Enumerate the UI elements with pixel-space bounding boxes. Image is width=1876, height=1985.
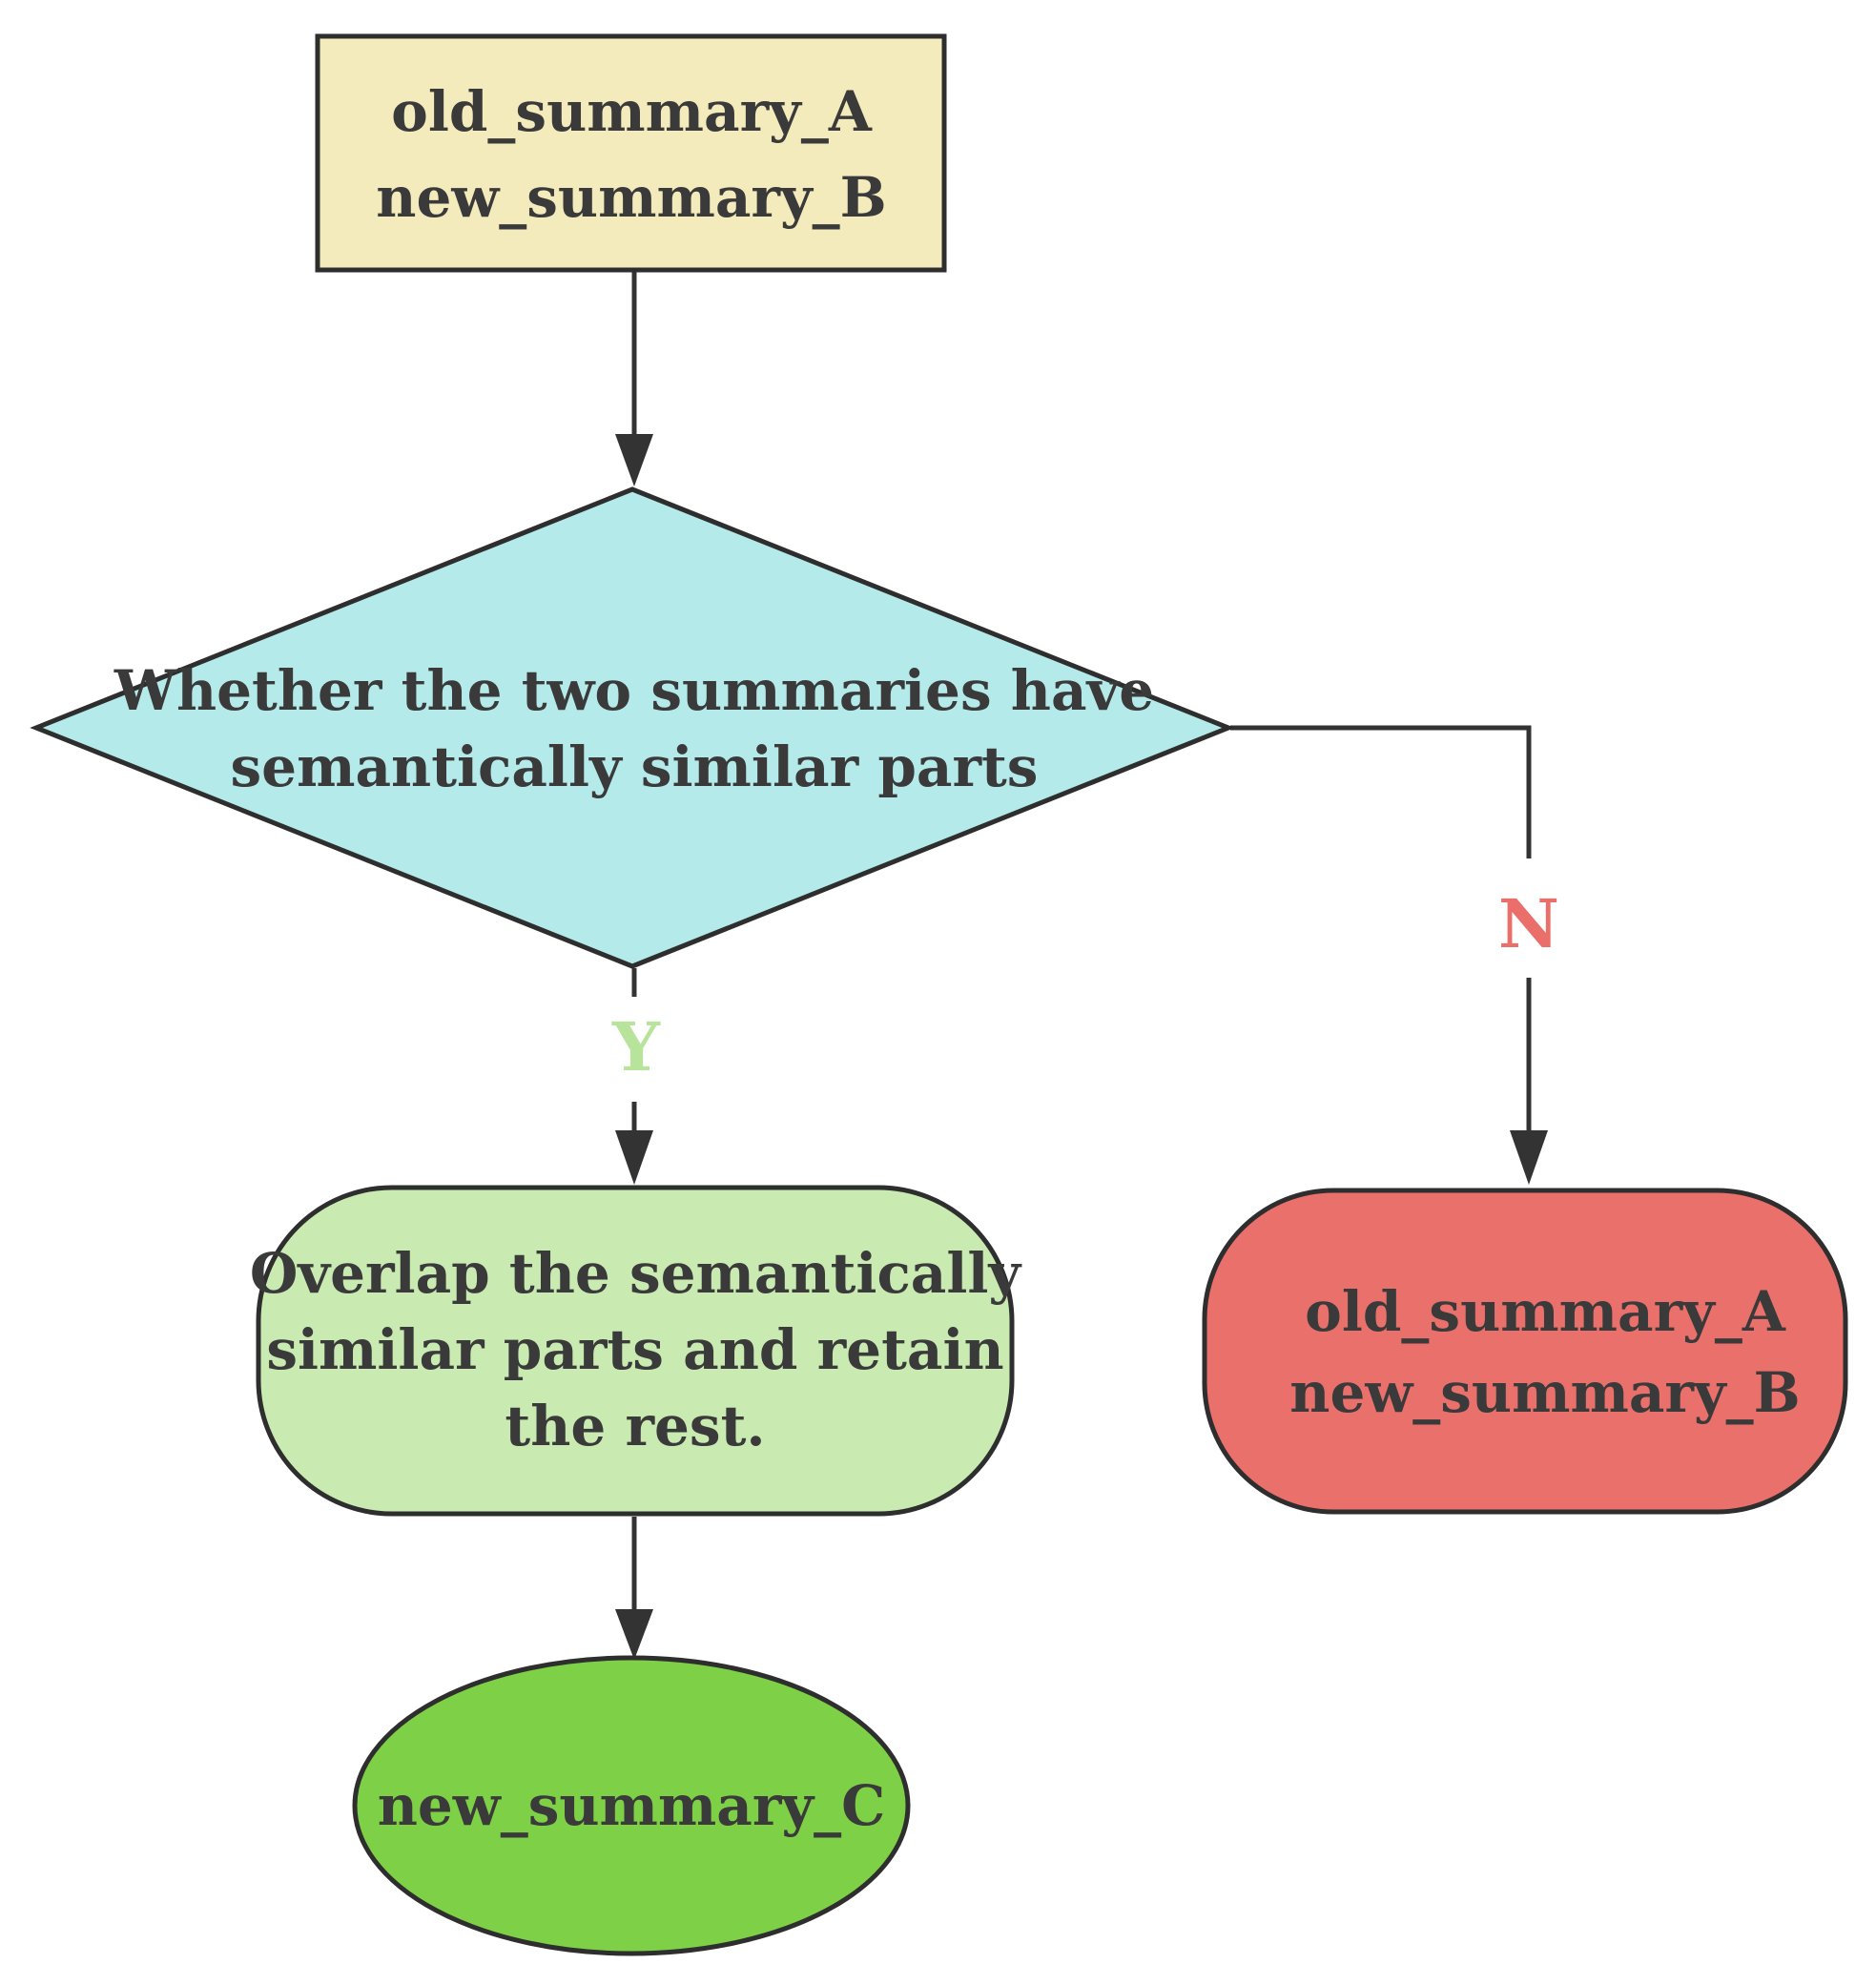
end-node-ellipse xyxy=(352,1655,911,1956)
end-node: new_summary_C xyxy=(352,1655,911,1956)
decision-line-1: Whether the two summaries have xyxy=(113,658,1154,723)
decision-diamond xyxy=(30,486,1235,969)
no-result-node: old_summary_A new_summary_B xyxy=(1202,1188,1848,1515)
edge-label-no: N xyxy=(1498,884,1559,963)
arrowhead-yes xyxy=(615,1130,653,1185)
start-node-box xyxy=(315,33,947,273)
end-node-label: new_summary_C xyxy=(378,1773,886,1838)
no-result-box xyxy=(1202,1188,1848,1515)
yes-process-line-2: similar parts and retain xyxy=(266,1317,1003,1382)
yes-process-box xyxy=(256,1185,1015,1517)
yes-process-line-3: the rest. xyxy=(505,1394,765,1458)
no-result-line-1: old_summary_A xyxy=(1305,1279,1786,1344)
yes-process-line-1: Overlap the semantically xyxy=(250,1241,1023,1306)
edge-decision-to-no-upper xyxy=(1230,725,1532,858)
arrowhead-no xyxy=(1510,1130,1548,1185)
no-result-line-2: new_summary_B xyxy=(1289,1360,1800,1425)
start-node-line-1: old_summary_A xyxy=(391,79,873,144)
arrowhead-end xyxy=(615,1609,653,1660)
start-node: old_summary_A new_summary_B xyxy=(315,33,947,273)
decision-line-2: semantically similar parts xyxy=(231,734,1039,799)
edge-label-yes: Y xyxy=(611,1007,661,1086)
edges xyxy=(615,272,1548,1660)
decision-node: Whether the two summaries have semantica… xyxy=(30,486,1235,969)
arrowhead-decision xyxy=(615,434,653,486)
start-node-line-2: new_summary_B xyxy=(376,165,886,230)
yes-process-node: Overlap the semantically similar parts a… xyxy=(250,1185,1023,1517)
